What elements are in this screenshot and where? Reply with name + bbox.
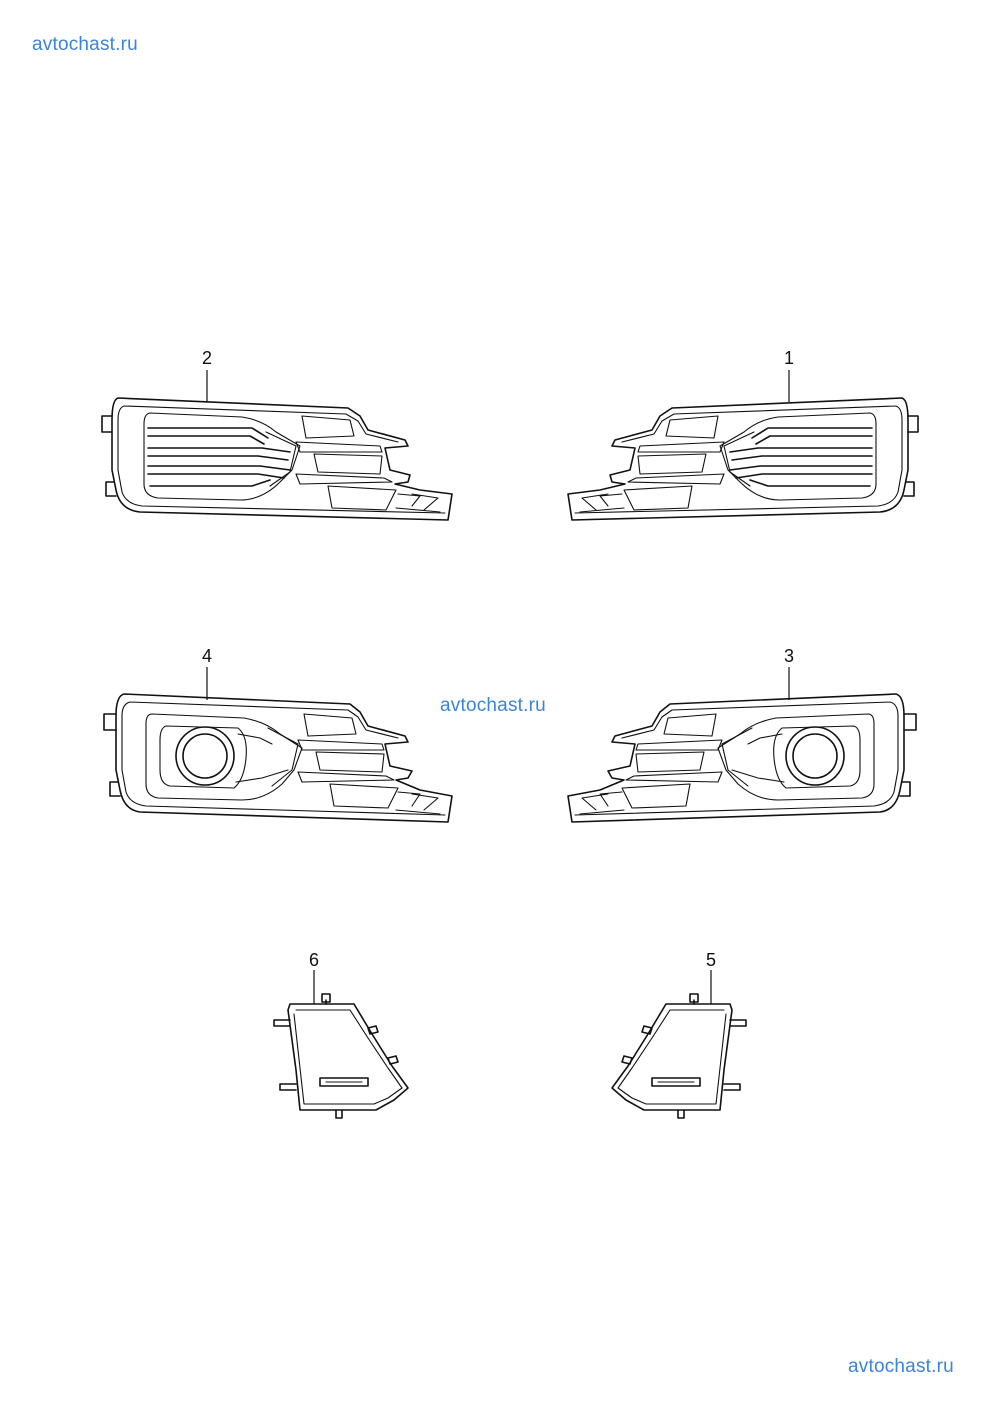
part-number-2: 2: [202, 348, 212, 368]
part-grille-left: [101, 397, 453, 521]
part-number-6: 6: [309, 950, 319, 970]
part-number-4: 4: [202, 646, 212, 666]
part-grille-right: [567, 397, 919, 521]
part-cover-left: [273, 993, 409, 1119]
watermark-bottom: avtochast.ru: [848, 1356, 954, 1377]
part-number-3: 3: [784, 646, 794, 666]
part-grille-foglight-left: [103, 693, 453, 823]
part-number-5: 5: [706, 950, 716, 970]
part-number-1: 1: [784, 348, 794, 368]
part-cover-right: [611, 993, 747, 1119]
watermark-top: avtochast.ru: [32, 34, 138, 55]
part-grille-foglight-right: [567, 693, 917, 823]
watermark-middle: avtochast.ru: [440, 695, 546, 716]
